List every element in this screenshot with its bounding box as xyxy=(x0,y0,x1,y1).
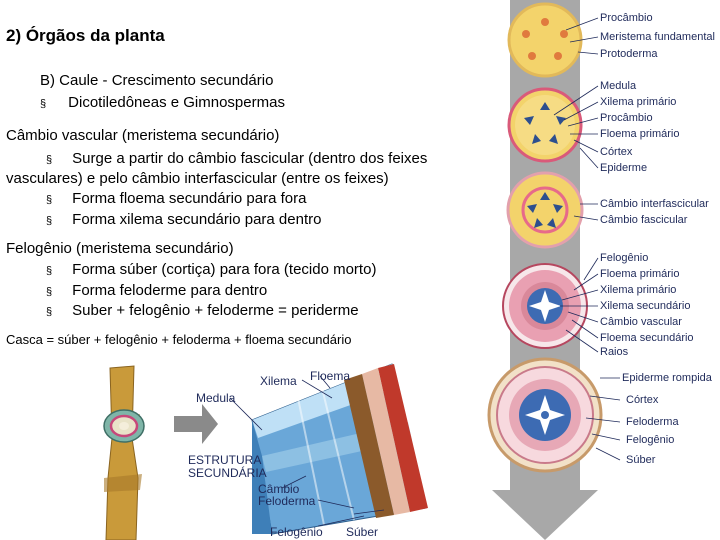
stage-2-disk xyxy=(507,87,583,163)
stage-4-disk xyxy=(502,263,588,349)
label-medula: Medula xyxy=(600,80,637,92)
bullet-icon: § xyxy=(46,215,53,227)
leader-lines xyxy=(229,375,385,527)
label-xilema-primario-2: Xilema primário xyxy=(600,284,676,296)
label-floema-secundario: Floema secundário xyxy=(600,332,694,344)
label-felogenio: Felogênio xyxy=(270,525,323,539)
label-medula: Medula xyxy=(196,391,236,405)
label-xilema: Xilema xyxy=(260,374,297,388)
label-cambio-fascicular: Câmbio fascicular xyxy=(600,214,688,226)
bullet-icon: § xyxy=(40,98,47,110)
felogenio-item: § Forma feloderme para dentro xyxy=(46,282,267,299)
cambio-item: § Forma xilema secundário para dentro xyxy=(46,211,321,228)
label-cambio-vascular: Câmbio vascular xyxy=(600,316,682,328)
cambio-heading: Câmbio vascular (meristema secundário) xyxy=(6,127,280,144)
label-suber: Súber xyxy=(346,525,378,539)
felogenio-heading: Felogênio (meristema secundário) xyxy=(6,240,234,257)
label-xilema-secundario: Xilema secundário xyxy=(600,300,691,312)
label-epiderme-rompida: Epiderme rompida xyxy=(622,372,713,384)
arrow-right-icon xyxy=(174,404,218,444)
stem-development-diagram: Procâmbio Meristema fundamental Protoder… xyxy=(487,0,715,540)
label-floema-primario: Floema primário xyxy=(600,128,679,140)
stage-1-disk xyxy=(507,2,583,78)
label-feloderma: Feloderma xyxy=(626,416,679,428)
label-felogenio-2: Felogênio xyxy=(626,434,674,446)
cambio-item-text: Surge a partir do câmbio fascicular (den… xyxy=(72,150,428,167)
label-procambio: Procâmbio xyxy=(600,12,653,24)
slide-title: 2) Órgãos da planta xyxy=(6,26,165,45)
felogenio-item-text: Forma súber (cortiça) para fora (tecido … xyxy=(72,261,377,278)
label-protoderma: Protoderma xyxy=(600,48,658,60)
stage-5-disk xyxy=(487,357,603,473)
label-feloderma: Feloderma xyxy=(258,494,316,508)
label-floema: Floema xyxy=(310,369,350,383)
label-procambio-2: Procâmbio xyxy=(600,112,653,124)
felogenio-item: § Forma súber (cortiça) para fora (tecid… xyxy=(46,261,376,278)
casca-definition: Casca = súber + felogênio + feloderma + … xyxy=(6,332,352,347)
label-felogenio: Felogênio xyxy=(600,252,648,264)
cambio-item-text: Forma floema secundário para fora xyxy=(72,190,307,207)
bullet-icon: § xyxy=(46,154,53,166)
stage-3-disk xyxy=(506,171,584,249)
felogenio-item-text: Forma feloderme para dentro xyxy=(72,282,268,299)
cambio-item: § Surge a partir do câmbio fascicular (d… xyxy=(46,150,427,167)
cambio-item-text: Forma xilema secundário para dentro xyxy=(72,211,322,228)
cambio-item-continued: vasculares) e pelo câmbio interfascicula… xyxy=(6,170,389,187)
label-secundaria: SECUNDÁRIA xyxy=(188,465,267,480)
label-cambio: Câmbio xyxy=(258,482,300,496)
stem-drawing xyxy=(103,365,145,540)
bullet-icon: § xyxy=(46,286,53,298)
label-xilema-primario: Xilema primário xyxy=(600,96,676,108)
secondary-structure-wedge xyxy=(251,363,428,535)
label-raios: Raios xyxy=(600,346,629,358)
bullet-icon: § xyxy=(46,265,53,277)
label-floema-primario-2: Floema primário xyxy=(600,268,679,280)
section-b-sub: § Dicotiledôneas e Gimnospermas xyxy=(40,94,285,111)
label-cambio-interfascicular: Câmbio interfascicular xyxy=(600,198,709,210)
leader-lines xyxy=(553,17,621,461)
stem-illustration: Xilema Floema Medula ESTRUTURA SECUNDÁRI… xyxy=(103,363,428,540)
label-meristema-fundamental: Meristema fundamental xyxy=(600,31,715,43)
label-estrutura: ESTRUTURA xyxy=(188,453,261,467)
label-cortex-2: Córtex xyxy=(626,394,659,406)
section-b-heading: B) Caule - Crescimento secundário xyxy=(40,72,274,89)
bullet-icon: § xyxy=(46,194,53,206)
section-b-sub-text: Dicotiledôneas e Gimnospermas xyxy=(68,94,285,111)
label-epiderme: Epiderme xyxy=(600,162,647,174)
label-suber: Súber xyxy=(626,454,656,466)
label-cortex: Córtex xyxy=(600,146,633,158)
bullet-icon: § xyxy=(46,306,53,318)
cambio-item: § Forma floema secundário para fora xyxy=(46,190,306,207)
felogenio-item-text: Suber + felogênio + feloderme = periderm… xyxy=(72,302,359,319)
felogenio-item: § Suber + felogênio + feloderme = peride… xyxy=(46,302,359,319)
